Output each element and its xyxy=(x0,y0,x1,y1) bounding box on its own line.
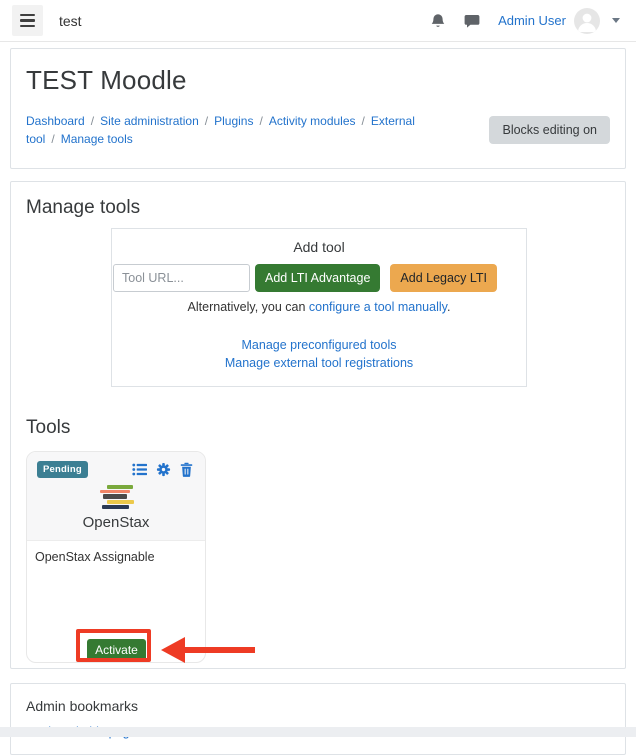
manage-tools-card: Manage tools Add tool Add LTI Advantage … xyxy=(10,181,626,669)
blocks-editing-on-button[interactable]: Blocks editing on xyxy=(489,116,610,144)
breadcrumb-separator: / xyxy=(259,114,263,128)
bell-icon[interactable] xyxy=(430,13,446,29)
breadcrumb-separator: / xyxy=(361,114,365,128)
chevron-down-icon[interactable] xyxy=(612,18,620,23)
trash-icon[interactable] xyxy=(180,462,195,478)
tool-details-list-icon[interactable] xyxy=(132,462,147,477)
tools-heading: Tools xyxy=(26,417,71,439)
annotation-arrow-shaft xyxy=(183,647,255,654)
chat-bubble-icon[interactable] xyxy=(464,13,480,29)
page-title: TEST Moodle xyxy=(26,65,187,95)
configure-manually-line: Alternatively, you can configure a tool … xyxy=(112,300,526,314)
tool-card-header: Pending xyxy=(27,452,205,542)
page-header-card: TEST Moodle Dashboard / Site administratio… xyxy=(10,48,626,169)
annotation-arrow-icon xyxy=(161,637,185,664)
admin-bookmarks-heading: Admin bookmarks xyxy=(26,698,139,714)
tool-card-openstax: Pending xyxy=(26,451,255,664)
manage-preconfigured-tools-link[interactable]: Manage preconfigured tools xyxy=(241,338,397,352)
openstax-logo-icon xyxy=(98,485,134,510)
add-tool-title: Add tool xyxy=(293,239,345,255)
add-lti-advantage-button[interactable]: Add LTI Advantage xyxy=(255,264,381,292)
admin-bookmarks-card: Admin bookmarks Bookmark this page xyxy=(10,683,626,755)
tool-url-input[interactable] xyxy=(113,264,250,292)
navbar-site-shortname: test xyxy=(59,12,82,29)
user-name-link[interactable]: Admin User xyxy=(498,13,566,28)
footer-background-strip xyxy=(0,727,636,737)
activate-annotated-area: Activate xyxy=(76,629,255,664)
alt-text-prefix: Alternatively, you can xyxy=(187,300,309,314)
manage-external-tool-registrations-link[interactable]: Manage external tool registrations xyxy=(224,356,414,371)
breadcrumb-site-administration[interactable]: Site administration xyxy=(100,114,199,128)
tool-description: OpenStax Assignable xyxy=(35,550,155,565)
breadcrumb-separator: / xyxy=(204,114,209,128)
add-tool-panel: Add tool Add LTI Advantage Add Legacy LT… xyxy=(111,228,527,388)
breadcrumb: Dashboard / Site administration / Plugins / Ac… xyxy=(26,112,489,148)
breadcrumb-separator: / xyxy=(51,132,55,146)
breadcrumb-activity-modules[interactable]: Activity modules xyxy=(268,114,356,128)
tool-name: OpenStax xyxy=(82,514,150,532)
activate-button[interactable]: Activate xyxy=(87,639,146,662)
avatar[interactable] xyxy=(574,7,600,34)
top-navbar: test Admin User xyxy=(0,0,636,42)
hamburger-menu-icon[interactable] xyxy=(12,5,43,36)
configure-tool-manually-link[interactable]: configure a tool manually xyxy=(308,300,447,314)
gear-icon[interactable] xyxy=(156,462,171,477)
breadcrumb-separator: / xyxy=(90,114,95,128)
add-legacy-lti-button[interactable]: Add Legacy LTI xyxy=(390,264,498,292)
breadcrumb-plugins[interactable]: Plugins xyxy=(214,114,254,128)
manage-tools-heading: Manage tools xyxy=(26,197,141,218)
status-badge: Pending xyxy=(37,461,88,479)
alt-text-suffix: . xyxy=(446,300,451,314)
breadcrumb-dashboard[interactable]: Dashboard xyxy=(26,114,85,128)
breadcrumb-manage-tools[interactable]: Manage tools xyxy=(60,132,133,146)
breadcrumb-external-tool[interactable]: External tool xyxy=(26,114,415,146)
